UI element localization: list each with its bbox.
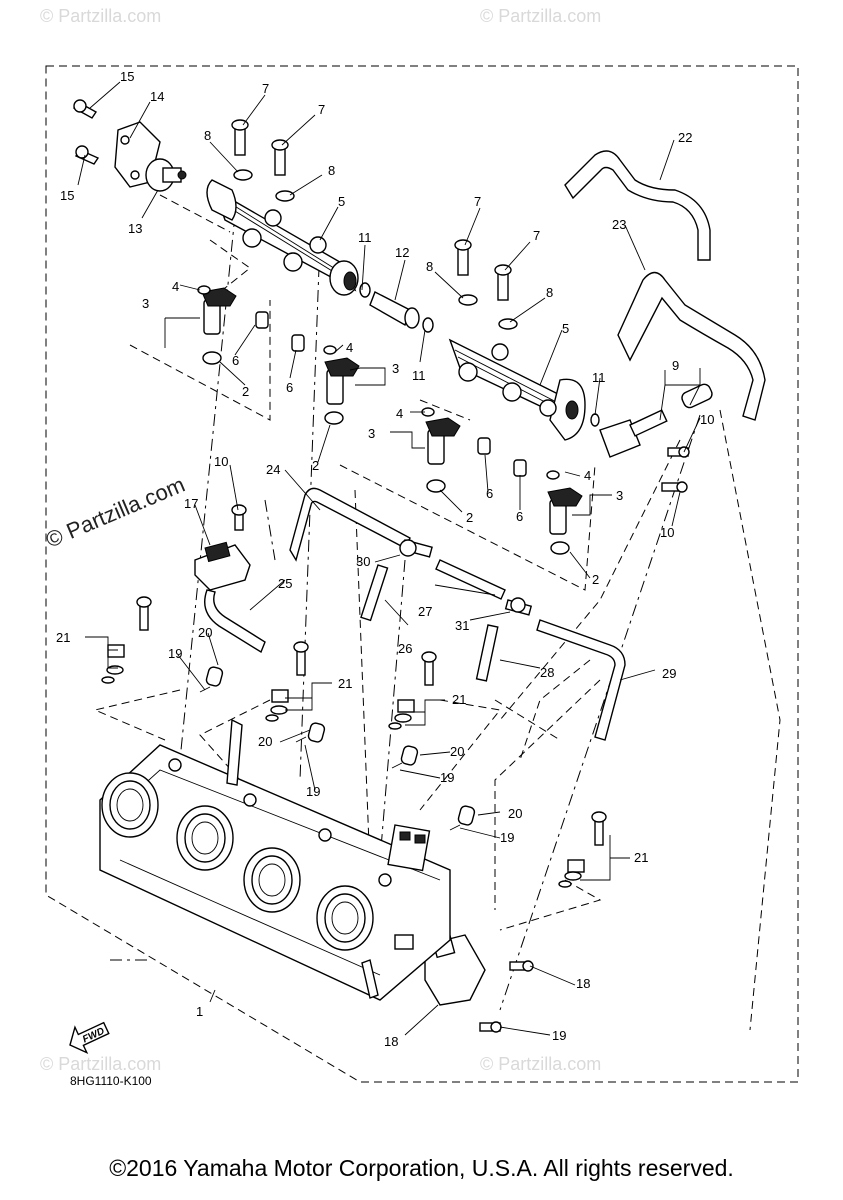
callout-11c: 11 bbox=[592, 370, 606, 385]
callout-11b: 11 bbox=[412, 368, 426, 383]
sensors bbox=[194, 541, 486, 1006]
callout-10a: 10 bbox=[700, 412, 714, 427]
bolts bbox=[72, 99, 690, 1033]
throttle-body bbox=[99, 718, 451, 1001]
leader-lines bbox=[77, 81, 701, 1036]
callout-18a: 18 bbox=[576, 976, 590, 991]
callout-7b: 7 bbox=[318, 102, 325, 117]
callout-8b: 8 bbox=[328, 163, 335, 178]
callout-20a: 20 bbox=[198, 625, 212, 640]
watermark-top-right: © Partzilla.com bbox=[480, 6, 601, 26]
callout-12: 12 bbox=[395, 245, 409, 260]
callout-7d: 7 bbox=[533, 228, 540, 243]
vacuum-hoses bbox=[204, 487, 626, 741]
callout-2b: 2 bbox=[312, 458, 319, 473]
callout-16: 17 bbox=[184, 496, 198, 511]
callout-10b: 10 bbox=[660, 525, 674, 540]
callout-19b: 19 bbox=[306, 784, 320, 799]
callout-17: 18 bbox=[384, 1034, 398, 1049]
callout-14: 14 bbox=[150, 89, 164, 104]
callout-21c: 21 bbox=[452, 692, 466, 707]
fwd-label: FWD bbox=[81, 1026, 106, 1046]
callout-2c: 2 bbox=[466, 510, 473, 525]
callout-3d: 3 bbox=[616, 488, 623, 503]
callout-4b: 4 bbox=[346, 340, 353, 355]
hoses bbox=[564, 150, 766, 421]
callout-1: 1 bbox=[196, 1004, 203, 1019]
callout-28: 28 bbox=[540, 665, 554, 680]
callout-29: 29 bbox=[662, 666, 676, 681]
callout-19a: 19 bbox=[168, 646, 182, 661]
callout-26: 26 bbox=[398, 641, 412, 656]
callout-2d: 2 bbox=[592, 572, 599, 587]
callout-21a: 21 bbox=[56, 630, 70, 645]
callout-8d: 8 bbox=[546, 285, 553, 300]
callout-24: 24 bbox=[266, 462, 280, 477]
callout-8a: 8 bbox=[204, 128, 211, 143]
callout-18b: 19 bbox=[552, 1028, 566, 1043]
callout-6c: 6 bbox=[486, 486, 493, 501]
callout-21b: 21 bbox=[338, 676, 352, 691]
throttle-bore-4 bbox=[316, 885, 374, 951]
callout-5b: 5 bbox=[562, 321, 569, 336]
watermark-bottom-left: © Partzilla.com bbox=[40, 1054, 161, 1074]
assembly-boundary bbox=[45, 65, 799, 1083]
hose-joint bbox=[599, 383, 713, 458]
callout-4a: 4 bbox=[172, 279, 179, 294]
callout-10c: 10 bbox=[214, 454, 228, 469]
callout-21d: 21 bbox=[634, 850, 648, 865]
watermark-bottom-right: © Partzilla.com bbox=[480, 1054, 601, 1074]
watermark-top-left: © Partzilla.com bbox=[40, 6, 161, 26]
callout-27: 27 bbox=[418, 604, 432, 619]
callout-4c: 4 bbox=[396, 406, 403, 421]
washers bbox=[233, 169, 518, 330]
callout-15b: 15 bbox=[60, 188, 74, 203]
fuel-rail-right bbox=[448, 338, 586, 441]
callout-numbers: 15 14 15 13 7 7 8 8 5 11 12 7 7 8 8 5 11… bbox=[56, 69, 714, 1049]
callout-20d: 20 bbox=[508, 806, 522, 821]
diagram-code: 8HG1110-K100 bbox=[70, 1074, 152, 1088]
callout-25: 25 bbox=[278, 576, 292, 591]
callout-2a: 2 bbox=[242, 384, 249, 399]
callout-6b: 6 bbox=[286, 380, 293, 395]
fuel-rail-left bbox=[206, 179, 359, 296]
callout-5a: 5 bbox=[338, 194, 345, 209]
callout-6a: 6 bbox=[232, 353, 239, 368]
throttle-bore-1 bbox=[101, 772, 159, 838]
callout-3a: 3 bbox=[142, 296, 149, 311]
throttle-bore-3 bbox=[243, 847, 301, 913]
callout-9: 9 bbox=[672, 358, 679, 373]
callout-30: 30 bbox=[356, 554, 370, 569]
callout-15a: 15 bbox=[120, 69, 134, 84]
joint-and-orings bbox=[359, 282, 600, 427]
callout-3b: 3 bbox=[392, 361, 399, 376]
copyright-footer: ©2016 Yamaha Motor Corporation, U.S.A. A… bbox=[109, 1155, 734, 1181]
throttle-bore-2 bbox=[176, 805, 234, 871]
fwd-arrow: FWD bbox=[69, 1021, 110, 1055]
callout-11a: 11 bbox=[358, 230, 372, 245]
callout-19d: 19 bbox=[500, 830, 514, 845]
callout-3c: 3 bbox=[368, 426, 375, 441]
small-parts bbox=[101, 644, 585, 888]
callout-7a: 7 bbox=[262, 81, 269, 96]
watermark-center: © Partzilla.com bbox=[42, 472, 188, 553]
callout-8c: 8 bbox=[426, 259, 433, 274]
pressure-regulator bbox=[114, 121, 187, 192]
callout-23: 23 bbox=[612, 217, 626, 232]
callout-19c: 19 bbox=[440, 770, 454, 785]
callout-20c: 20 bbox=[450, 744, 464, 759]
callout-13: 13 bbox=[128, 221, 142, 236]
callout-6d: 6 bbox=[516, 509, 523, 524]
callout-20b: 20 bbox=[258, 734, 272, 749]
callout-22: 22 bbox=[678, 130, 692, 145]
callout-31: 31 bbox=[455, 618, 469, 633]
callout-7c: 7 bbox=[474, 194, 481, 209]
callout-4d: 4 bbox=[584, 468, 591, 483]
injectors bbox=[197, 285, 583, 555]
